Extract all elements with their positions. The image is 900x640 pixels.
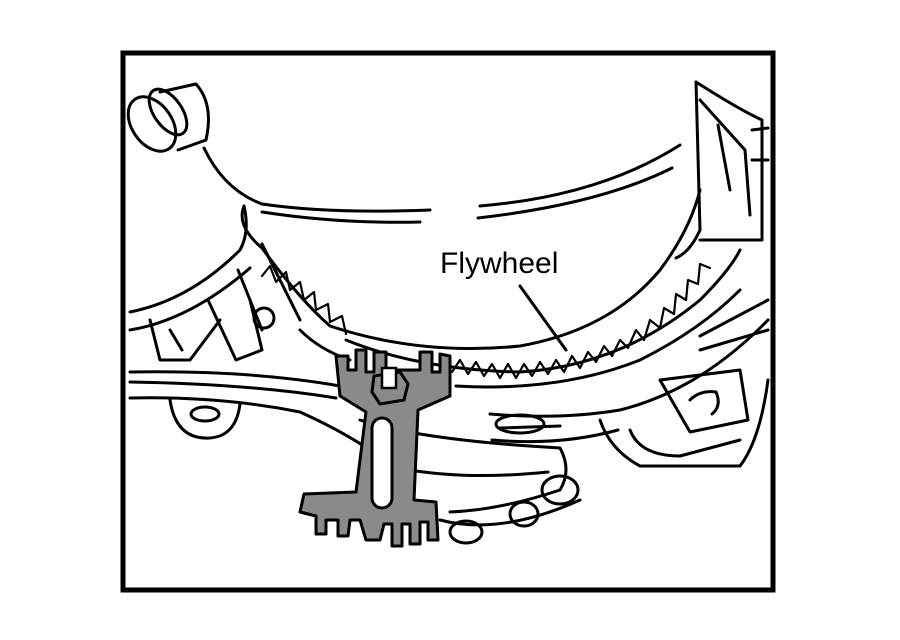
engine-illustration (126, 80, 770, 548)
housing-top-line (202, 146, 432, 213)
lower-rail (128, 370, 342, 388)
ring-gear-teeth (260, 262, 712, 380)
left-bracket (128, 204, 248, 314)
filler-cap-icon (126, 82, 210, 153)
flywheel-bowl (240, 188, 702, 350)
flywheel-holder-tool-icon (298, 348, 452, 548)
flywheel-label: Flywheel (440, 247, 558, 280)
right-housing (674, 80, 702, 260)
callout-leader-line (518, 284, 568, 352)
diagram-frame (120, 50, 776, 593)
